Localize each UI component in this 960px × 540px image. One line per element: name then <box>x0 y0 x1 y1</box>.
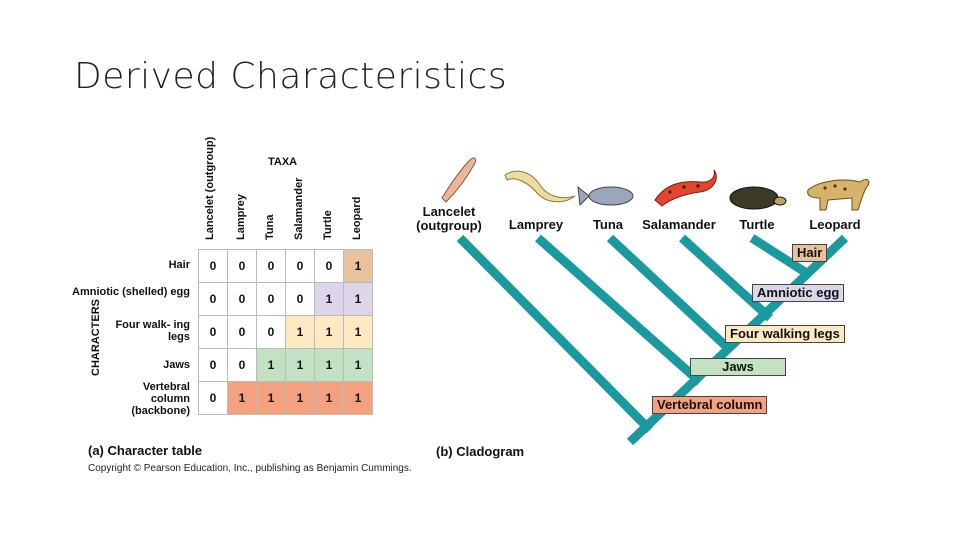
table-cell: 0 <box>227 282 257 316</box>
table-cell: 0 <box>198 381 228 415</box>
cladogram-branch <box>535 234 703 386</box>
leopard-illustration <box>807 179 870 211</box>
trait-box-vertebral-column: Vertebral column <box>652 396 768 414</box>
table-cell: 0 <box>256 315 286 349</box>
trait-box-jaws: Jaws <box>690 358 786 376</box>
table-cell: 1 <box>343 282 373 316</box>
table-cell: 1 <box>343 249 373 283</box>
taxon-label-tuna: Tuna <box>592 217 624 232</box>
row-label-four-walking-legs: Four walk- ing legs <box>115 319 190 343</box>
table-cell: 1 <box>314 381 344 415</box>
table-cell: 1 <box>314 282 344 316</box>
lamprey-illustration <box>504 170 576 203</box>
table-cell: 1 <box>285 315 315 349</box>
table-cell: 0 <box>227 249 257 283</box>
table-cell: 0 <box>227 348 257 382</box>
slide-title: Derived Characteristics <box>74 56 508 97</box>
table-cell: 1 <box>256 381 286 415</box>
table-cell: 1 <box>343 348 373 382</box>
table-cell: 0 <box>314 249 344 283</box>
row-label-jaws: Jaws <box>163 359 190 371</box>
trait-box-four-walking-legs: Four walking legs <box>725 325 845 343</box>
tuna-illustration <box>577 185 634 207</box>
cladogram-branch <box>456 234 654 434</box>
trait-box-hair: Hair <box>792 244 828 262</box>
table-cell: 1 <box>343 381 373 415</box>
taxon-label-lancelet: Lancelet (outgroup) <box>416 204 482 233</box>
cladogram-branch <box>678 234 774 322</box>
taxon-label-leopard: Leopard <box>809 217 861 232</box>
cladogram-branch <box>749 234 811 278</box>
copyright-notice: Copyright © Pearson Education, Inc., pub… <box>88 463 412 474</box>
table-cell: 1 <box>256 348 286 382</box>
table-caption: (a) Character table <box>88 443 203 458</box>
taxa-heading: TAXA <box>268 156 298 168</box>
taxon-label-turtle: Turtle <box>739 217 775 232</box>
taxon-label-salamander: Salamander <box>642 217 716 232</box>
table-cell: 0 <box>198 249 228 283</box>
table-cell: 0 <box>285 282 315 316</box>
row-label-vertebral-column: Vertebral column (backbone) <box>131 381 190 417</box>
row-label-hair: Hair <box>168 259 190 271</box>
table-cell: 1 <box>343 315 373 349</box>
salamander-illustration <box>654 169 717 207</box>
row-label-amniotic-egg: Amniotic (shelled) egg <box>72 286 190 298</box>
table-cell: 1 <box>285 381 315 415</box>
turtle-illustration <box>729 186 787 210</box>
cladogram-caption: (b) Cladogram <box>436 444 525 459</box>
trait-box-amniotic-egg: Amniotic egg <box>752 284 845 302</box>
cladogram-branch <box>606 234 734 354</box>
table-cell: 0 <box>198 348 228 382</box>
table-cell: 0 <box>256 249 286 283</box>
taxon-label-lamprey: Lamprey <box>508 217 564 232</box>
lancelet-illustration <box>441 157 477 203</box>
